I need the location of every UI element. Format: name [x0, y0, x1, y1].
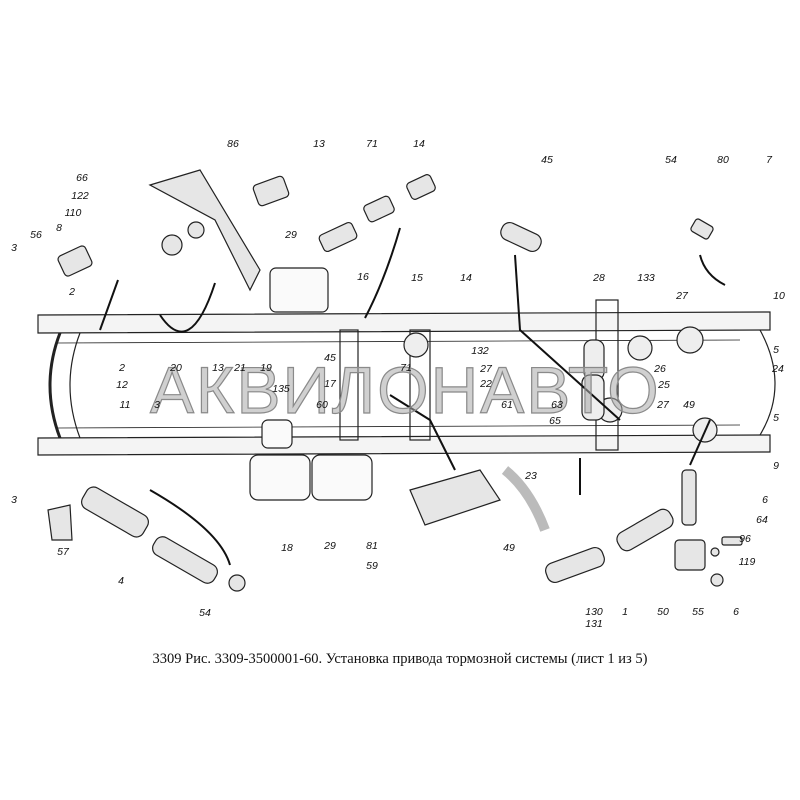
callout-label: 60: [316, 399, 328, 411]
callout-label: 8: [56, 222, 62, 234]
callout-label: 26: [654, 363, 666, 375]
callout-label: 18: [281, 542, 293, 554]
callout-label: 20: [170, 362, 182, 374]
callout-label: 45: [324, 352, 336, 364]
chassis-frame: [37, 299, 776, 456]
callout-label: 11: [119, 399, 131, 411]
callout-label: 54: [665, 154, 677, 166]
callout-label: 131: [585, 618, 603, 630]
callout-label: 122: [71, 190, 89, 202]
callout-label: 96: [739, 533, 751, 545]
callout-label: 55: [692, 606, 704, 618]
callout-label: 57: [57, 546, 69, 558]
callout-label: 119: [738, 556, 756, 568]
callout-label: 71: [366, 138, 378, 150]
callout-label: 64: [756, 514, 768, 526]
callout-label: 65: [549, 415, 561, 427]
callout-label: 54: [199, 607, 211, 619]
callout-label: 49: [503, 542, 515, 554]
callout-label: 27: [657, 399, 669, 411]
callout-label: 59: [366, 560, 378, 572]
callout-label: 13: [313, 138, 325, 150]
callout-label: 4: [118, 575, 124, 587]
callout-label: 49: [683, 399, 695, 411]
callout-label: 50: [657, 606, 669, 618]
callout-label: 2: [119, 362, 125, 374]
callout-label: 80: [717, 154, 729, 166]
brake-chambers: [403, 326, 718, 443]
callout-label: 14: [460, 272, 472, 284]
callout-label: 7: [766, 154, 772, 166]
air-tanks: [249, 267, 373, 501]
callout-label: 22: [480, 378, 492, 390]
callout-label: 2: [69, 286, 75, 298]
exploded-parts: [47, 169, 743, 592]
callout-label: 10: [773, 290, 785, 302]
callout-label: 23: [525, 470, 537, 482]
callout-label: 29: [285, 229, 297, 241]
callout-label: 63: [551, 399, 563, 411]
callout-label: 21: [234, 362, 246, 374]
callout-label: 27: [676, 290, 688, 302]
assembly-arrows: [99, 227, 726, 566]
callout-label: 71: [400, 362, 412, 374]
callout-label: 19: [260, 362, 272, 374]
figure-caption: 3309 Рис. 3309-3500001-60. Установка при…: [152, 651, 648, 667]
callout-label: 61: [501, 399, 513, 411]
callout-label: 27: [480, 363, 492, 375]
callout-label: 66: [76, 172, 88, 184]
watermark: АКВИЛОНАВТО: [149, 352, 661, 427]
callout-label: 45: [541, 154, 553, 166]
callout-label: 5: [773, 344, 779, 356]
callout-label: 29: [324, 540, 336, 552]
callout-label: 14: [413, 138, 425, 150]
callout-label: 25: [658, 379, 670, 391]
callout-label: 24: [772, 363, 784, 375]
callout-label: 5: [773, 412, 779, 424]
callout-label: 130: [585, 606, 603, 618]
callout-label: 6: [733, 606, 739, 618]
callout-label: 110: [64, 207, 82, 219]
callout-label: 1: [622, 606, 628, 618]
callout-label: 132: [471, 345, 489, 357]
callout-label: 133: [637, 272, 655, 284]
callout-label: 135: [272, 383, 290, 395]
callout-label: 56: [30, 229, 42, 241]
callout-label: 81: [366, 540, 378, 552]
callout-label: 3: [11, 242, 17, 254]
callout-label: 3: [11, 494, 17, 506]
callout-label: 28: [593, 272, 605, 284]
callout-label: 12: [116, 379, 128, 391]
callout-label: 6: [762, 494, 768, 506]
callout-label: 13: [212, 362, 224, 374]
callout-label: 9: [773, 460, 779, 472]
callout-label: 3: [154, 399, 160, 411]
callout-label: 16: [357, 271, 369, 283]
callout-label: 17: [324, 378, 336, 390]
callout-label: 86: [227, 138, 239, 150]
callout-label: 15: [411, 272, 423, 284]
